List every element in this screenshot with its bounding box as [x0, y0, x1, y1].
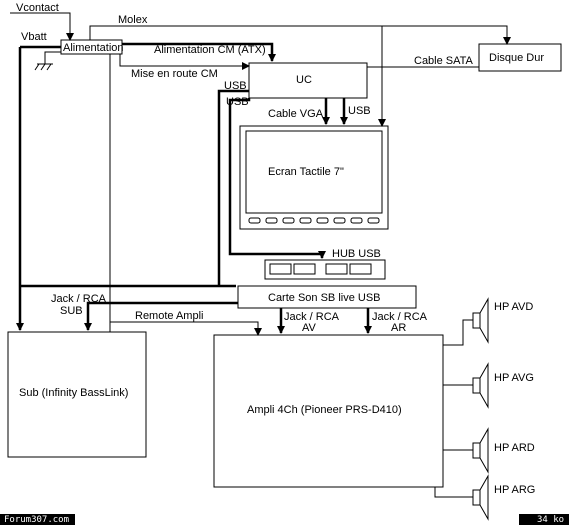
- alim-cm-label: Alimentation CM (ATX): [154, 44, 266, 56]
- vcontact-label: Vcontact: [16, 2, 59, 14]
- ampli-label: Ampli 4Ch (Pioneer PRS-D410): [247, 404, 402, 416]
- jack-ar-label-line1: Jack / RCA: [372, 311, 428, 323]
- ampli-box: [213, 334, 444, 488]
- usb-label-3: USB: [348, 105, 371, 117]
- footer-size: 34 ko: [537, 515, 564, 525]
- molex-label: Molex: [118, 14, 148, 26]
- hub-usb-label: HUB USB: [332, 248, 381, 260]
- thin-wires: [10, 12, 511, 498]
- vbatt-label: Vbatt: [21, 31, 47, 43]
- cable-vga-label: Cable VGA: [268, 108, 324, 120]
- carte-son-box: [237, 285, 417, 309]
- jack-av-label-line1: Jack / RCA: [284, 311, 340, 323]
- remote-ampli-label: Remote Ampli: [135, 310, 203, 322]
- sub-label: Sub (Infinity BassLink): [19, 387, 128, 399]
- speaker-avd-icon: [472, 297, 489, 344]
- ecran-label: Ecran Tactile 7": [268, 166, 344, 178]
- jack-sub-label-line1: Jack / RCA: [51, 293, 107, 305]
- carte-son-label: Carte Son SB live USB: [268, 292, 381, 304]
- speaker-ard-icon: [472, 427, 489, 474]
- footer-site: Forum307.com: [4, 515, 69, 525]
- usb-label-2: USB: [226, 96, 249, 108]
- disque-dur-box: [478, 43, 562, 72]
- usb-label-1: USB: [224, 80, 247, 92]
- jack-sub-label-line2: SUB: [60, 305, 83, 317]
- jack-av-label-line2: AV: [302, 322, 317, 334]
- hub-usb: [264, 259, 386, 280]
- speaker-avg-icon: [472, 362, 489, 409]
- hp-ard-label: HP ARD: [494, 442, 535, 454]
- uc-box: [248, 62, 368, 99]
- speaker-icons: [472, 297, 489, 521]
- jack-ar-label-line2: AR: [391, 322, 406, 334]
- speaker-arg-icon: [472, 474, 489, 521]
- thick-wires: [16, 42, 372, 334]
- sub-box: [7, 331, 147, 458]
- touch-screen: [239, 125, 389, 230]
- hp-arg-label: HP ARG: [494, 484, 535, 496]
- alimentation-label: Alimentation: [63, 42, 124, 54]
- hp-avd-label: HP AVD: [494, 301, 533, 313]
- footer-bar: Forum307.com 34 ko: [0, 514, 569, 525]
- disque-dur-label: Disque Dur: [489, 52, 544, 64]
- mise-en-route-label: Mise en route CM: [131, 68, 218, 80]
- hp-avg-label: HP AVG: [494, 372, 534, 384]
- uc-label: UC: [296, 74, 312, 86]
- screen-buttons: [248, 217, 380, 224]
- cable-sata-label: Cable SATA: [414, 55, 474, 67]
